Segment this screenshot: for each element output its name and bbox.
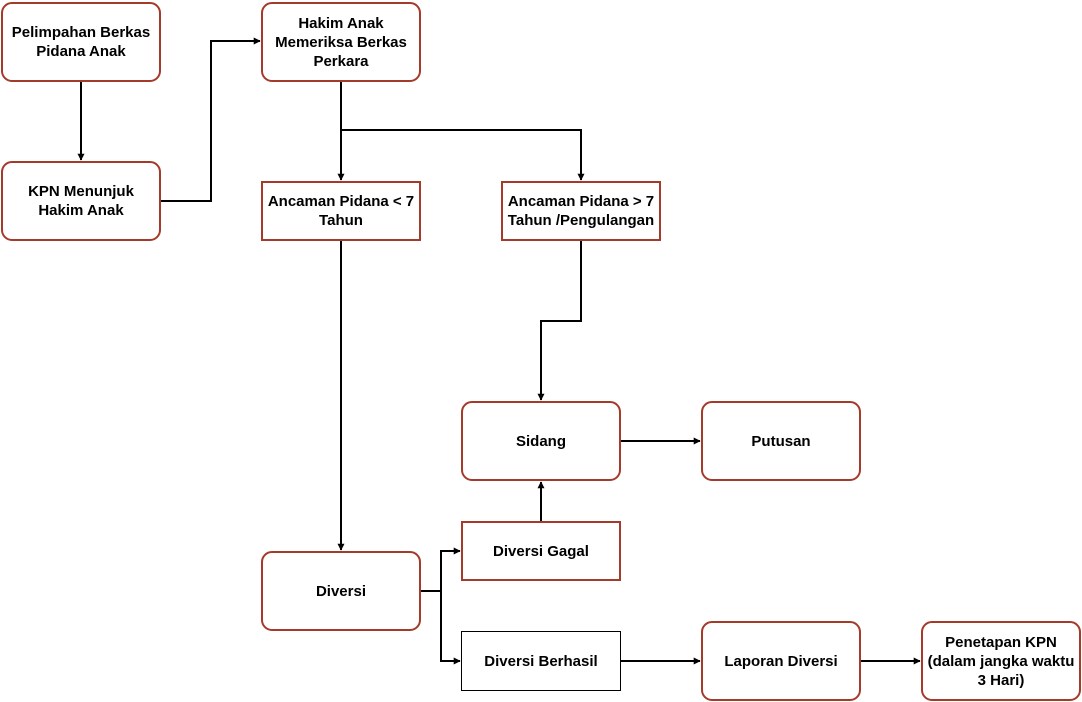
node-pelimpahan-berkas: Pelimpahan Berkas Pidana Anak xyxy=(1,2,161,82)
node-laporan-diversi: Laporan Diversi xyxy=(701,621,861,701)
arrow-diversi-to-diversi-gagal xyxy=(421,547,461,592)
node-sidang: Sidang xyxy=(461,401,621,481)
node-diversi-gagal: Diversi Gagal xyxy=(461,521,621,581)
node-penetapan-kpn: Penetapan KPN (dalam jangka waktu 3 Hari… xyxy=(921,621,1081,701)
node-hakim-memeriksa-berkas: Hakim Anak Memeriksa Berkas Perkara xyxy=(261,2,421,82)
arrow-hakim-memeriksa-to-ancaman-lebih xyxy=(341,129,585,181)
node-diversi-berhasil: Diversi Berhasil xyxy=(461,631,621,691)
arrow-kpn-menunjuk-to-hakim-memeriksa xyxy=(161,37,261,202)
arrow-diversi-to-diversi-berhasil xyxy=(421,590,461,665)
node-diversi: Diversi xyxy=(261,551,421,631)
node-ancaman-pidana-kurang-7: Ancaman Pidana < 7 Tahun xyxy=(261,181,421,241)
arrow-ancaman-lebih-to-sidang xyxy=(537,241,582,401)
node-putusan: Putusan xyxy=(701,401,861,481)
node-ancaman-pidana-lebih-7: Ancaman Pidana > 7 Tahun /Pengulangan xyxy=(501,181,661,241)
node-kpn-menunjuk-hakim: KPN Menunjuk Hakim Anak xyxy=(1,161,161,241)
